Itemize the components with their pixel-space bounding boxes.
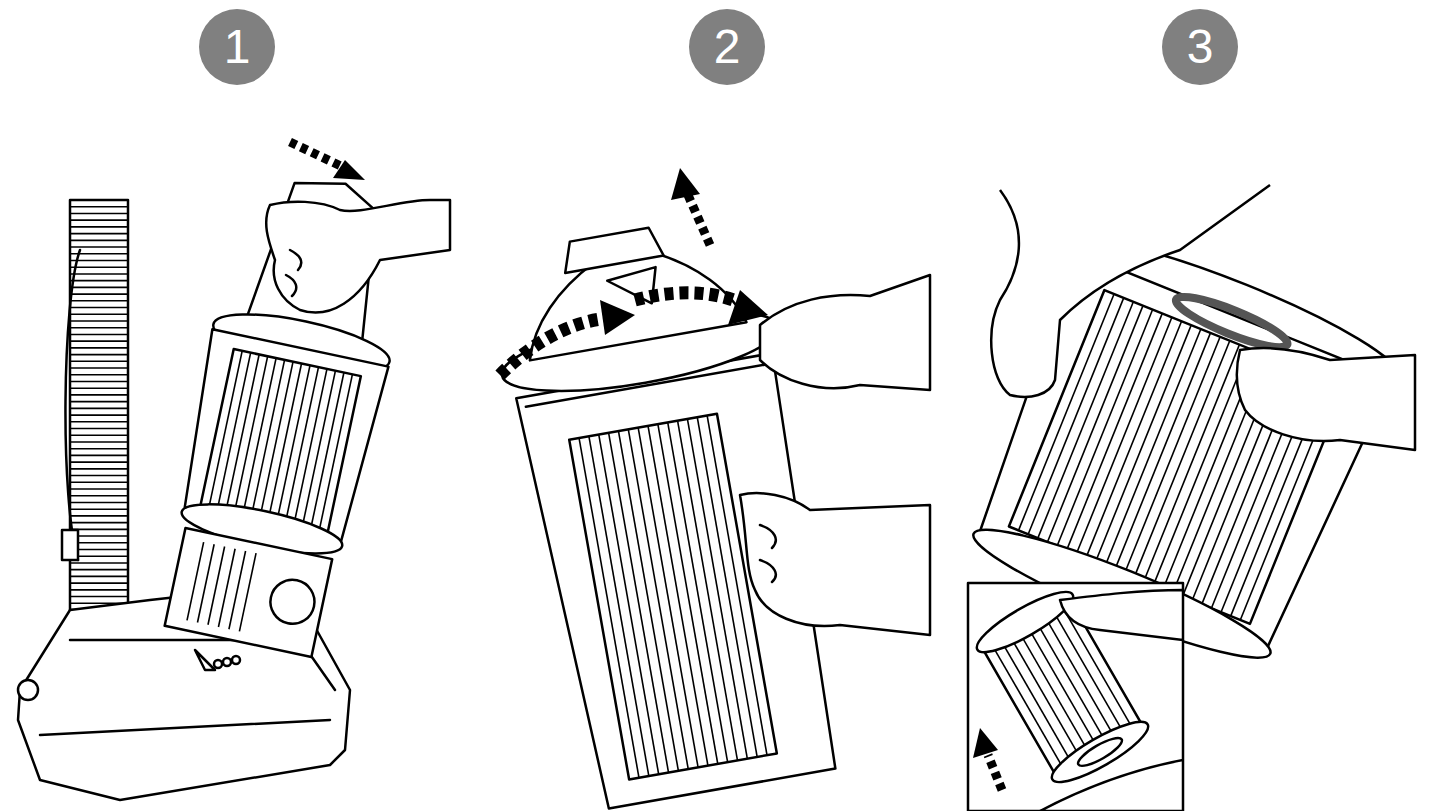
rib-line xyxy=(70,327,128,329)
rib-line xyxy=(70,421,128,423)
inset-detail xyxy=(970,583,1183,811)
rib-line xyxy=(70,287,128,289)
rib-line xyxy=(70,347,128,349)
rib-line xyxy=(697,417,757,757)
rib-line xyxy=(1034,617,1109,747)
rib-line xyxy=(70,508,128,510)
step-number-circle: 1 xyxy=(199,9,275,85)
step-number: 2 xyxy=(714,23,741,71)
rib-line xyxy=(302,371,335,528)
rib-line xyxy=(70,455,128,457)
rib-line xyxy=(70,367,128,369)
rib-line xyxy=(990,642,1065,772)
rib-line xyxy=(70,334,128,336)
rib-line xyxy=(70,226,128,228)
dust-container xyxy=(481,168,930,811)
rib-line xyxy=(260,362,293,519)
rib-line xyxy=(70,596,128,598)
rib-line xyxy=(70,219,128,221)
rib-line xyxy=(70,361,128,363)
rib-line xyxy=(70,562,128,564)
rib-line xyxy=(277,365,310,522)
rib-line xyxy=(70,213,128,215)
vacuum-upright xyxy=(18,142,450,800)
rib-line xyxy=(217,353,250,510)
step-number: 3 xyxy=(1187,23,1214,71)
rib-line xyxy=(70,475,128,477)
rib-line xyxy=(70,495,128,497)
rib-line xyxy=(70,481,128,483)
rib-line xyxy=(70,408,128,410)
rib-line xyxy=(70,414,128,416)
rib-line xyxy=(70,576,128,578)
rib-line xyxy=(226,354,259,511)
rib-line xyxy=(70,468,128,470)
rib-line xyxy=(70,461,128,463)
rib-line xyxy=(239,553,256,631)
rib-line xyxy=(268,363,301,520)
rib-line xyxy=(70,434,128,436)
rib-line xyxy=(70,387,128,389)
rib-line xyxy=(209,351,242,508)
rib-line xyxy=(70,320,128,322)
rib-line xyxy=(285,367,318,524)
rib-line xyxy=(70,522,128,524)
rib-line xyxy=(234,356,267,513)
step-number-circle: 2 xyxy=(689,9,765,85)
rib-line xyxy=(70,401,128,403)
step-number-circle: 3 xyxy=(1162,9,1238,85)
rib-line xyxy=(70,354,128,356)
rib-line xyxy=(70,374,128,376)
rib-line xyxy=(999,637,1074,767)
rib-line xyxy=(70,273,128,275)
rotation-arrow xyxy=(500,290,768,375)
rib-line xyxy=(70,589,128,591)
rib-line xyxy=(70,260,128,262)
rib-line xyxy=(70,502,128,504)
rib-line xyxy=(1016,627,1091,757)
rib-line xyxy=(294,369,327,526)
rib-line xyxy=(70,515,128,517)
rib-line xyxy=(1025,622,1100,752)
filter-removal xyxy=(951,185,1415,811)
rib-line xyxy=(1008,632,1083,762)
rib-line xyxy=(70,428,128,430)
rib-line xyxy=(70,307,128,309)
rib-line xyxy=(70,441,128,443)
rib-line xyxy=(70,340,128,342)
rib-line xyxy=(70,448,128,450)
rib-line xyxy=(70,266,128,268)
rib-line xyxy=(70,280,128,282)
rib-line xyxy=(70,569,128,571)
rib-line xyxy=(70,394,128,396)
rib-line xyxy=(251,360,284,517)
lift-arrow xyxy=(671,168,710,245)
rib-line xyxy=(70,313,128,315)
rib-line xyxy=(70,246,128,248)
rib-line xyxy=(70,206,128,208)
rib-line xyxy=(319,374,352,531)
rib-line xyxy=(70,240,128,242)
rib-line xyxy=(311,373,344,530)
rib-line xyxy=(70,488,128,490)
rib-line xyxy=(70,582,128,584)
step-number: 1 xyxy=(224,23,251,71)
rib-line xyxy=(70,300,128,302)
rib-line xyxy=(70,293,128,295)
direction-arrow xyxy=(290,142,365,180)
rib-line xyxy=(70,381,128,383)
rib-line xyxy=(70,233,128,235)
rib-line xyxy=(243,358,276,515)
